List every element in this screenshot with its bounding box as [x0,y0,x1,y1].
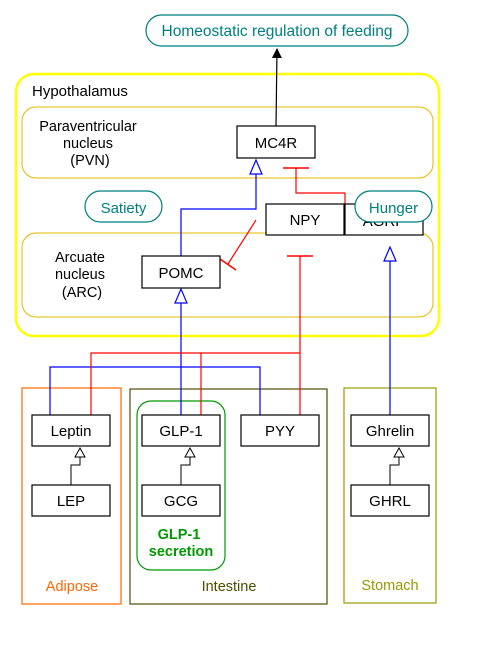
ghrl-node [350,484,430,517]
regulation-pill [145,14,409,47]
regulation-label: Homeostatic regulation of feeding [162,23,393,40]
adipose-label: Adipose [46,579,98,595]
npy-node [265,203,345,236]
arc-label: Arcuate nucleus (ARC) [55,250,109,301]
leptin-blue-line [49,366,181,415]
leptin-label: Leptin [51,423,92,440]
glp1-node [141,414,221,447]
pyy-label: PYY [265,423,295,440]
glp1-secretion-label: GLP-1 secretion [149,527,213,560]
mc4r-to-regulation-arrow [271,48,282,127]
glp1-label: GLP-1 [159,423,202,440]
ghrelin-to-agrp-arrowhead [383,245,397,262]
hunger-label: Hunger [369,200,418,217]
npy-to-pomc-inhibit [227,219,257,265]
hunger-pill [354,190,433,223]
hypothalamus-region [14,72,441,338]
hypothalamus-label: Hypothalamus [32,83,128,100]
leptin-red-line [90,352,300,415]
intestine-label: Intestine [202,579,257,595]
stomach-label: Stomach [361,578,418,594]
satiety-pill [84,190,163,223]
pyy-node [240,414,320,447]
ghrl-to-ghrelin-arrowhead [393,446,405,458]
lep-to-leptin-line [70,457,81,485]
pvn-region [21,106,434,179]
gcg-to-glp1-line [180,457,191,485]
gcg-node [141,484,221,517]
lep-node [31,484,111,517]
lep-label: LEP [57,493,85,510]
pomc-to-mc4r-arrowhead [249,158,263,175]
ghrl-label: GHRL [369,493,411,510]
pvn-label: Paraventricular nucleus (PVN) [39,119,141,169]
npy-label: NPY [290,212,321,229]
satiety-label: Satiety [101,200,147,217]
ghrelin-label: Ghrelin [366,423,414,440]
pomc-to-mc4r-line [180,174,257,256]
npy-to-pomc-bar [219,258,237,271]
lep-to-leptin-arrowhead [74,446,86,458]
gcg-to-glp1-arrowhead [184,446,196,458]
mc4r-node [236,125,316,159]
ghrelin-node [350,414,430,447]
pyy-blue-line [181,366,261,415]
pomc-label: POMC [159,265,204,282]
gcg-label: GCG [164,493,198,510]
leptin-node [31,414,111,447]
adipose-region [21,387,122,605]
arc-region [21,232,434,318]
mc4r-label: MC4R [255,135,298,152]
pomc-stimulate-arrowhead [174,287,188,304]
intestine-region [129,388,328,605]
pomc-node [141,255,221,289]
ghrl-to-ghrelin-line [389,457,400,485]
